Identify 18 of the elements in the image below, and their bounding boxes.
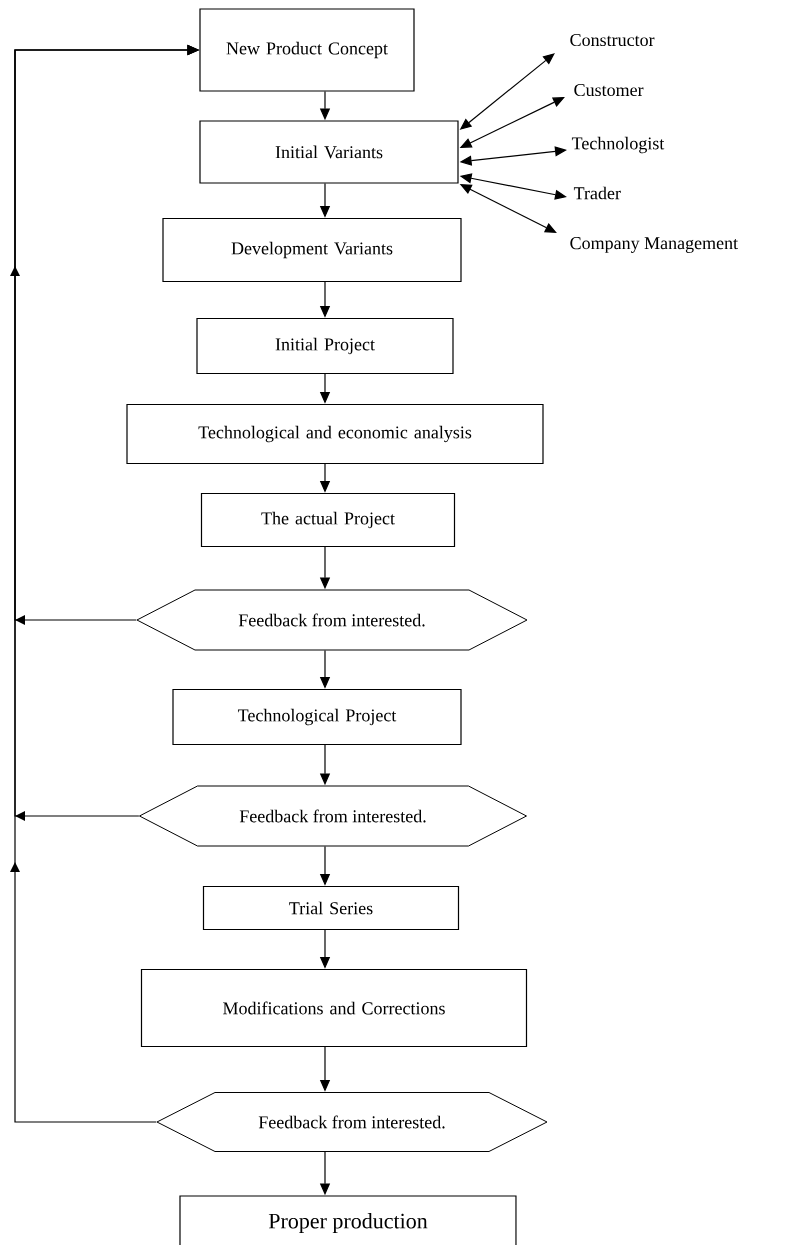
stakeholder-label: Customer <box>574 83 644 97</box>
process-box: Modifications and Corrections <box>140 968 528 1048</box>
stakeholder-label: Company Management <box>570 237 738 253</box>
process-box: Proper production <box>179 1195 517 1245</box>
process-box: The actual Project <box>200 492 456 548</box>
stakeholder-label: Technologist <box>571 136 665 154</box>
decision-hexagon: Feedback from interested. <box>139 785 527 847</box>
stakeholder-label: Constructor <box>570 33 655 47</box>
decision-hexagon: Feedback from interested. <box>136 589 528 651</box>
process-box: New Product Concept <box>199 8 415 92</box>
stakeholder-label: Trader <box>573 186 621 200</box>
process-box: Development Variants <box>162 217 462 283</box>
process-box: Initial Project <box>196 317 454 375</box>
process-box: Trial Series <box>202 885 460 931</box>
process-box: Initial Variants <box>199 120 459 184</box>
process-box: Technological Project <box>172 688 462 746</box>
process-box: Technological and economic analysis <box>126 403 544 465</box>
decision-hexagon: Feedback from interested. <box>156 1092 548 1152</box>
